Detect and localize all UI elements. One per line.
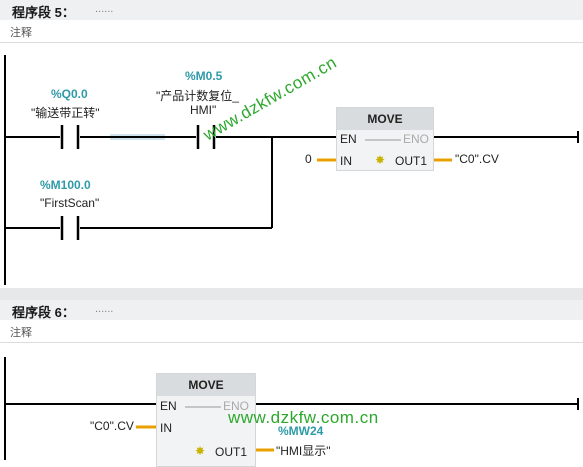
pin-out1: OUT1	[395, 154, 428, 168]
pin-out1: OUT1	[215, 445, 248, 459]
move-block-seg5[interactable]: MOVE EN ENO IN ✸ OUT1	[336, 107, 434, 171]
move-in-value[interactable]: "C0".CV	[90, 419, 134, 433]
segment5-title-placeholder[interactable]: ......	[95, 3, 114, 15]
segment6-comment[interactable]: 注释	[0, 320, 583, 343]
segment5-title: 程序段 5：	[12, 5, 75, 20]
pin-in: IN	[340, 154, 352, 168]
pin-en: EN	[340, 132, 357, 146]
pin-eno: ENO	[223, 399, 250, 413]
segment6-title-placeholder[interactable]: ......	[95, 303, 114, 315]
segment-separator	[0, 288, 583, 300]
segment6-ladder	[4, 357, 579, 460]
segment5-comment[interactable]: 注释	[0, 20, 583, 43]
en-eno-line	[185, 406, 221, 408]
contact-m1000-symbol[interactable]: "FirstScan"	[40, 196, 100, 210]
contact-m1000-address[interactable]: %M100.0	[40, 178, 91, 192]
move-block-title: MOVE	[157, 374, 255, 396]
pin-in: IN	[160, 421, 172, 435]
en-eno-line	[365, 139, 401, 141]
out-sparkle-icon: ✸	[195, 444, 206, 458]
move-out-value[interactable]: "HMI显示"	[276, 444, 331, 458]
watermark-text: www.dzkfw.com.cn	[228, 408, 379, 427]
segment6-header[interactable]: 程序段 6： ......	[0, 300, 583, 320]
contact-m05-address[interactable]: %M0.5	[185, 69, 223, 83]
contact-m05-symbol-line1[interactable]: "产品计数复位_	[156, 89, 239, 103]
move-block-seg6[interactable]: MOVE EN ENO IN ✸ OUT1	[156, 373, 256, 467]
contact-m05-symbol-line2[interactable]: HMI"	[190, 103, 217, 117]
move-block-title: MOVE	[337, 108, 433, 130]
pin-eno: ENO	[403, 132, 430, 146]
move-in-value[interactable]: 0	[305, 152, 312, 166]
contact-q00-address[interactable]: %Q0.0	[51, 87, 88, 101]
segment5-comment-label: 注释	[10, 27, 32, 39]
pin-en: EN	[160, 399, 177, 413]
move-out-value[interactable]: "C0".CV	[455, 152, 499, 166]
segment5-header[interactable]: 程序段 5： ......	[0, 0, 583, 20]
out-sparkle-icon: ✸	[375, 153, 386, 167]
segment6-comment-label: 注释	[10, 327, 32, 339]
segment6-title: 程序段 6：	[12, 305, 75, 320]
segment5-ladder	[4, 55, 579, 285]
contact-q00-symbol[interactable]: "输送带正转"	[31, 106, 100, 120]
move-out-address[interactable]: %MW24	[278, 424, 324, 438]
